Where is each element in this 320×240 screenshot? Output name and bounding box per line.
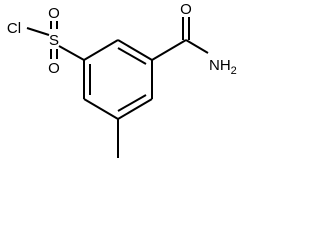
- chlorine-label: Cl: [7, 20, 21, 37]
- carbonyl-to-nitrogen-bond: [185, 39, 209, 54]
- carboxamide-group: O NH2: [151, 1, 237, 77]
- benzene-ring: [83, 39, 153, 120]
- ring-bond-c1-c2: [117, 39, 153, 61]
- sulfonyl-oxygen-top-label: O: [48, 5, 60, 22]
- ring-double-bond-c3-c4: [117, 94, 147, 112]
- sulfur-label: S: [49, 32, 59, 49]
- ring-bond-c6-c1: [83, 39, 119, 61]
- amide-nitrogen-label: NH2: [209, 57, 237, 77]
- chemical-structure: O NH2 S Cl O O: [7, 1, 237, 158]
- ring-double-bond-c1-c2: [117, 47, 147, 65]
- ring-to-carbonyl-bond: [151, 39, 187, 61]
- amide-nitrogen-text: NH: [209, 57, 231, 74]
- ring-to-sulfur-bond: [58, 45, 85, 61]
- ring-bond-c3-c4: [117, 98, 153, 120]
- sulfur-to-chlorine-bond: [26, 27, 50, 36]
- sulfonyl-oxygen-bottom-label: O: [48, 60, 60, 77]
- amide-nitrogen-subscript: 2: [231, 65, 237, 77]
- sulfonyl-chloride-group: S Cl O O: [7, 5, 85, 77]
- ring-bond-c4-c5: [83, 98, 119, 120]
- carbonyl-oxygen-label: O: [180, 1, 192, 18]
